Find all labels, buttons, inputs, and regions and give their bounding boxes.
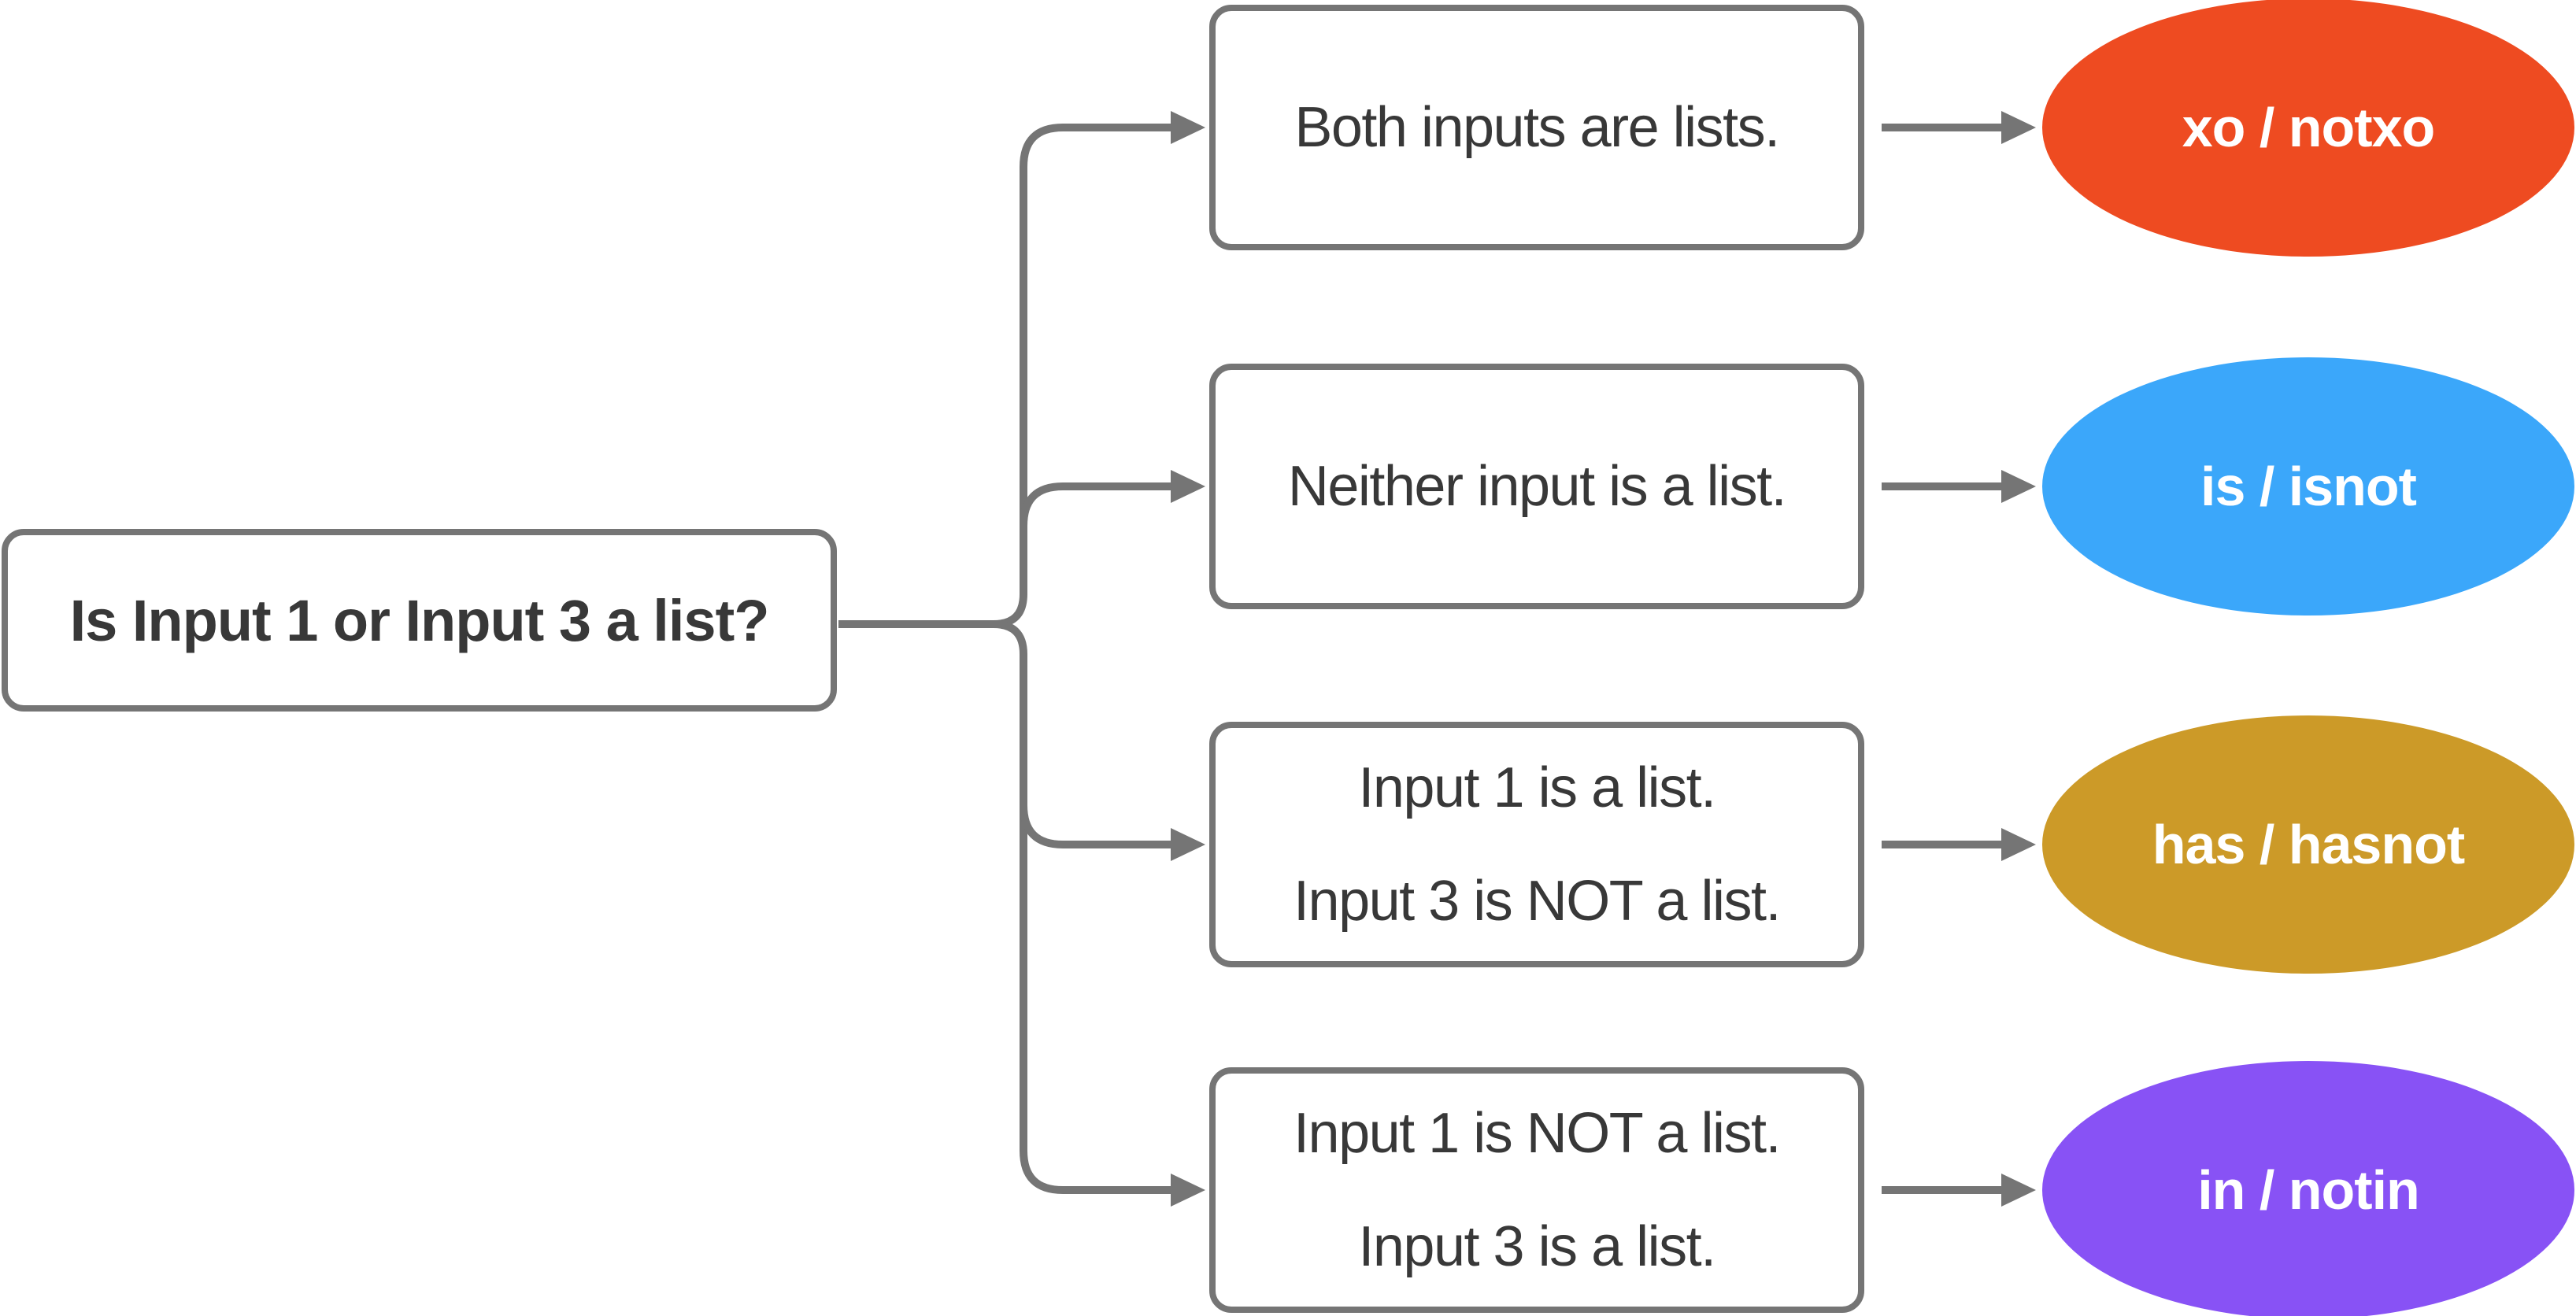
condition-label-line1: Input 1 is a list. bbox=[1358, 756, 1716, 819]
result-label: xo / notxo bbox=[2182, 97, 2436, 158]
branch-line-1 bbox=[993, 111, 1205, 628]
result-label: in / notin bbox=[2197, 1159, 2420, 1221]
result-label: is / isnot bbox=[2200, 456, 2417, 517]
result-node-in: in / notin bbox=[2042, 1061, 2574, 1316]
result-node-has: has / hasnot bbox=[2042, 715, 2574, 974]
condition-node-input1-list: Input 1 is a list. Input 3 is NOT a list… bbox=[1209, 722, 1864, 967]
root-question-label: Is Input 1 or Input 3 a list? bbox=[69, 587, 770, 653]
result-node-is: is / isnot bbox=[2042, 357, 2574, 615]
condition-label-line1: Input 1 is NOT a list. bbox=[1294, 1102, 1781, 1165]
condition-label: Both inputs are lists. bbox=[1294, 96, 1780, 159]
condition-node-neither-list: Neither input is a list. bbox=[1209, 364, 1864, 609]
result-node-xo: xo / notxo bbox=[2042, 0, 2574, 257]
condition-node-both-lists: Both inputs are lists. bbox=[1209, 5, 1864, 250]
result-label: has / hasnot bbox=[2152, 814, 2465, 875]
condition-label-line2: Input 3 is a list. bbox=[1358, 1215, 1716, 1278]
condition-label-line2: Input 3 is NOT a list. bbox=[1294, 870, 1781, 933]
branch-line-3 bbox=[1020, 804, 1205, 862]
branch-line-4 bbox=[993, 620, 1205, 1207]
root-question-node: Is Input 1 or Input 3 a list? bbox=[2, 529, 837, 712]
condition-node-input3-list: Input 1 is NOT a list. Input 3 is a list… bbox=[1209, 1067, 1864, 1313]
branch-line-2 bbox=[1020, 470, 1205, 527]
condition-label: Neither input is a list. bbox=[1287, 455, 1787, 518]
